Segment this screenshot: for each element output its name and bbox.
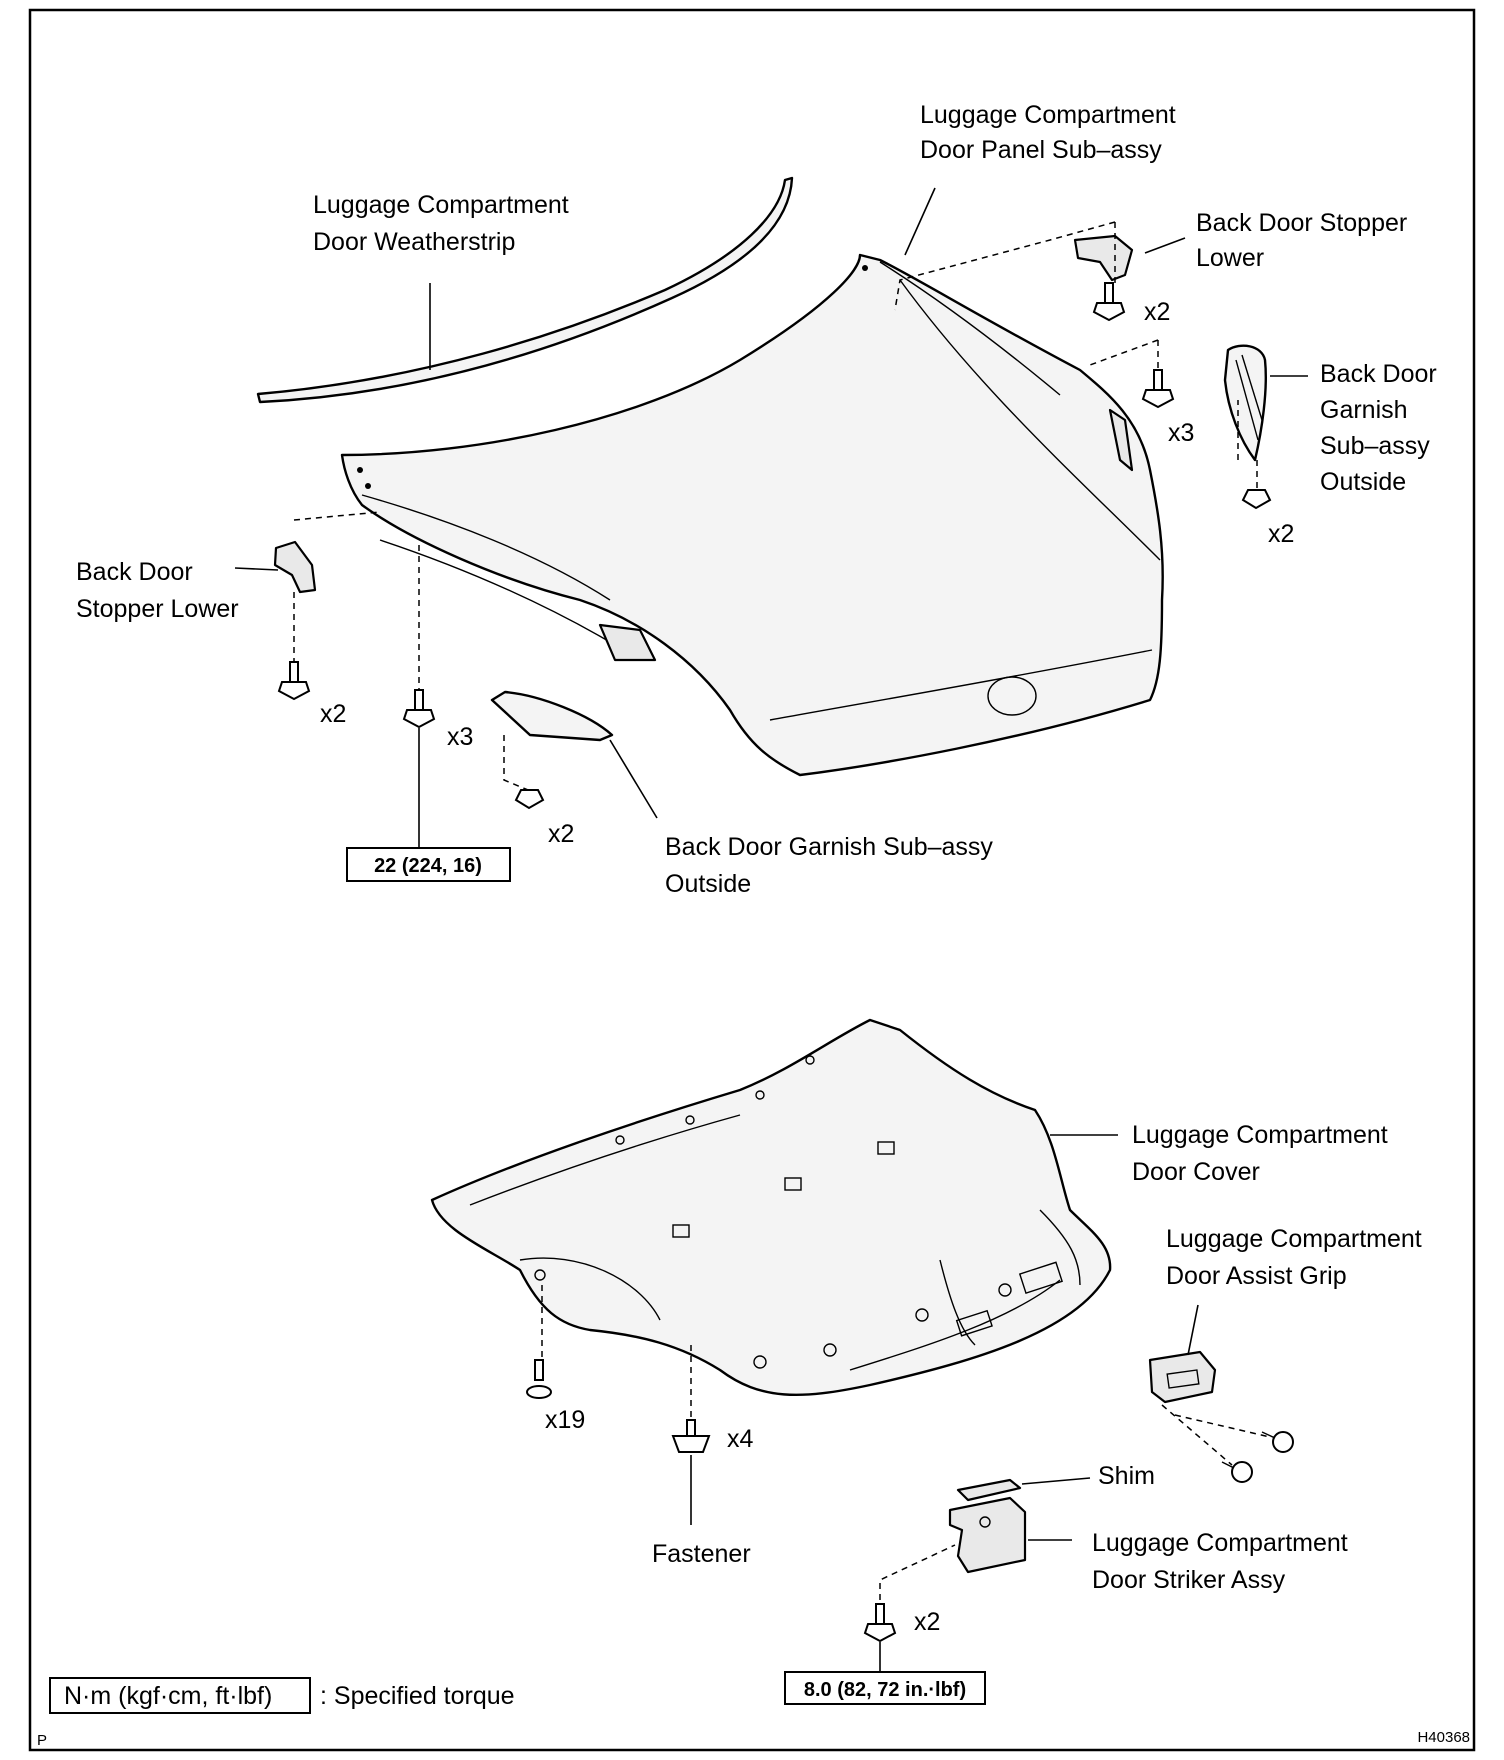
label-shim: Shim bbox=[1098, 1462, 1155, 1490]
shim-icon bbox=[956, 1478, 1022, 1502]
label-striker-1: Luggage Compartment bbox=[1092, 1529, 1348, 1557]
label-fastener: Fastener bbox=[652, 1540, 751, 1568]
screw-icon bbox=[1221, 1461, 1253, 1483]
torque-box-panel bbox=[346, 847, 511, 882]
back-door-garnish-outside-left bbox=[490, 690, 614, 742]
back-door-garnish-outside-right bbox=[1223, 344, 1267, 462]
legend-description: : Specified torque bbox=[320, 1682, 515, 1710]
legend-torque-box bbox=[49, 1677, 311, 1714]
qty-cover-clips: x19 bbox=[545, 1406, 585, 1434]
label-weatherstrip-2: Door Weatherstrip bbox=[313, 228, 515, 256]
corner-letter: P bbox=[37, 1732, 47, 1749]
door-panel-sub-assy bbox=[340, 253, 1164, 777]
door-weatherstrip bbox=[256, 176, 794, 404]
fastener-icon bbox=[671, 1419, 711, 1453]
door-assist-grip bbox=[1148, 1350, 1217, 1404]
back-door-stopper-lower-right bbox=[1073, 234, 1134, 282]
torque-striker-text: 8.0 (82, 72 in.·lbf) bbox=[804, 1679, 966, 1701]
door-cover bbox=[430, 1018, 1112, 1396]
label-garnish-right-2: Garnish bbox=[1320, 396, 1408, 424]
label-garnish-right-3: Sub–assy bbox=[1320, 432, 1430, 460]
door-striker-assy bbox=[948, 1496, 1027, 1574]
label-stopper-left-1: Back Door bbox=[76, 558, 193, 586]
label-garnish-right-1: Back Door bbox=[1320, 360, 1437, 388]
label-stopper-left-2: Stopper Lower bbox=[76, 595, 239, 623]
back-door-stopper-lower-left bbox=[273, 540, 317, 594]
qty-garnish-right: x2 bbox=[1268, 520, 1294, 548]
legend-unit-text: N·m (kgf·cm, ft·lbf) bbox=[64, 1682, 272, 1710]
qty-panel-left: x3 bbox=[447, 723, 473, 751]
label-striker-2: Door Striker Assy bbox=[1092, 1566, 1286, 1594]
bolt-icon bbox=[863, 1603, 897, 1643]
bolt-icon bbox=[402, 689, 436, 729]
clip-icon bbox=[526, 1359, 552, 1399]
bolt-icon bbox=[1092, 282, 1126, 322]
figure-code: H40368 bbox=[1417, 1729, 1470, 1746]
label-cover-1: Luggage Compartment bbox=[1132, 1121, 1388, 1149]
label-panel-1: Luggage Compartment bbox=[920, 101, 1176, 129]
qty-stopper-left: x2 bbox=[320, 700, 346, 728]
label-weatherstrip-1: Luggage Compartment bbox=[313, 191, 569, 219]
bolt-icon bbox=[1141, 369, 1175, 409]
label-panel-2: Door Panel Sub–assy bbox=[920, 136, 1162, 164]
torque-panel-text: 22 (224, 16) bbox=[374, 855, 482, 877]
qty-stopper-right: x2 bbox=[1144, 298, 1170, 326]
torque-box-striker bbox=[784, 1671, 986, 1705]
nut-icon bbox=[1241, 489, 1272, 510]
label-garnish-left-1: Back Door Garnish Sub–assy bbox=[665, 833, 993, 861]
figure-frame bbox=[28, 8, 1476, 1752]
bolt-icon bbox=[277, 661, 311, 701]
label-grip-2: Door Assist Grip bbox=[1166, 1262, 1347, 1290]
qty-fastener: x4 bbox=[727, 1425, 754, 1453]
qty-garnish-left: x2 bbox=[548, 820, 574, 848]
label-garnish-right-4: Outside bbox=[1320, 468, 1406, 496]
qty-striker: x2 bbox=[914, 1608, 940, 1636]
screw-icon bbox=[1261, 1431, 1294, 1453]
label-stopper-right-2: Lower bbox=[1196, 244, 1264, 272]
qty-panel-right: x3 bbox=[1168, 419, 1194, 447]
label-stopper-right-1: Back Door Stopper bbox=[1196, 209, 1407, 237]
label-cover-2: Door Cover bbox=[1132, 1158, 1260, 1186]
label-grip-1: Luggage Compartment bbox=[1166, 1225, 1422, 1253]
nut-icon bbox=[514, 789, 545, 810]
label-garnish-left-2: Outside bbox=[665, 870, 751, 898]
